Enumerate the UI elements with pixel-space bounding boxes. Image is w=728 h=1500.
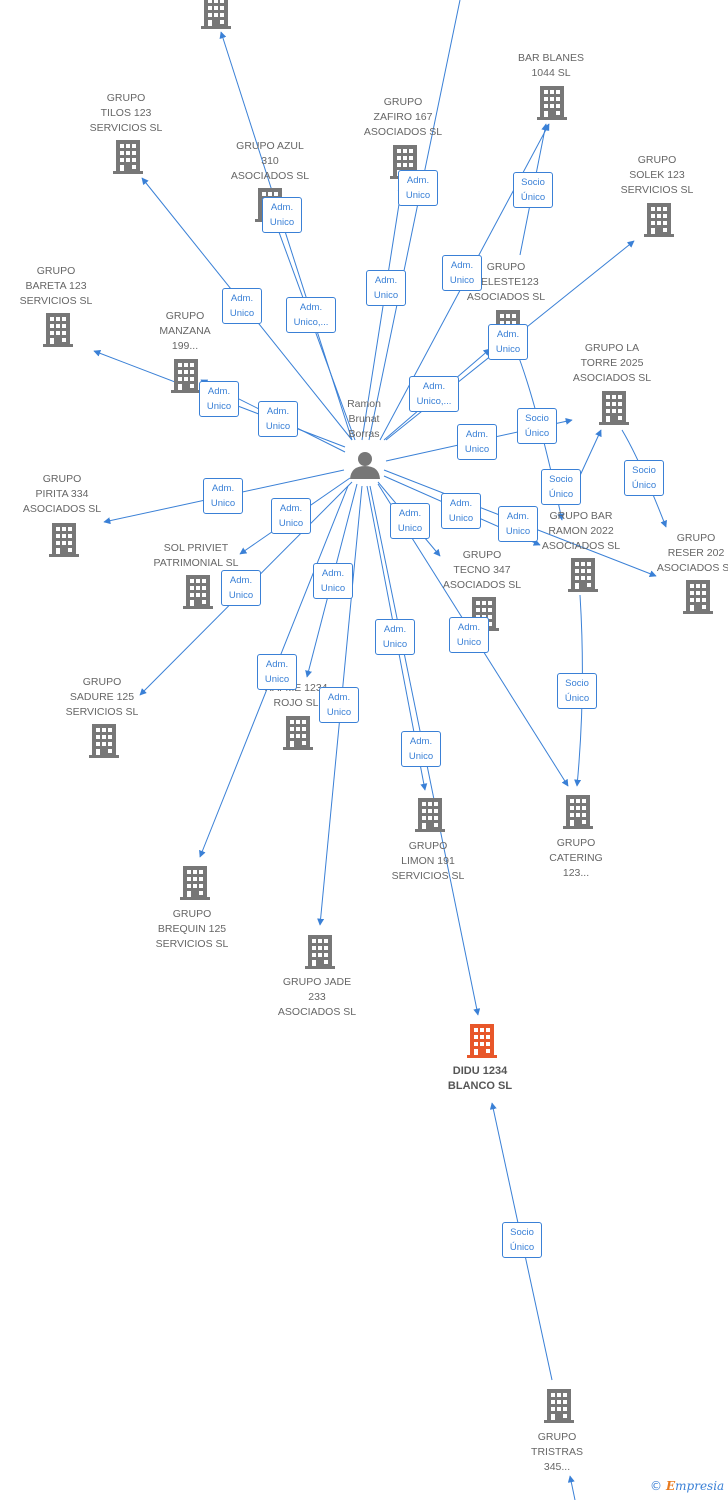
edge-label-ramon-to-tecno[interactable]: Adm. Unico <box>390 503 430 539</box>
brand-name: mpresia <box>675 1479 725 1493</box>
company-brequin-label[interactable]: GRUPO BREQUIN 125 SERVICIOS SL <box>155 908 229 950</box>
edge-label-ramon-to-azul[interactable]: Adm. Unico,... <box>286 297 336 333</box>
edge-label-celeste-to-blanes[interactable]: Socio Único <box>513 172 553 208</box>
company-solek-label[interactable]: GRUPO SOLEK 123 SERVICIOS SL <box>620 154 694 196</box>
edge-label-ramon-to-reser[interactable]: Adm. Unico <box>498 506 538 542</box>
company-sadure-label[interactable]: GRUPO SADURE 125 SERVICIOS SL <box>65 676 139 718</box>
company-bareta-label[interactable]: GRUPO BARETA 123 SERVICIOS SL <box>19 265 93 307</box>
edge-label-ramon-to-zafiro[interactable]: Adm. Unico <box>366 270 406 306</box>
company-sadure-building-icon[interactable] <box>89 724 119 758</box>
edge-label-barramon-to-catering[interactable]: Socio Único <box>557 673 597 709</box>
edge-label-ramon-to-bareta[interactable]: Adm. Unico <box>199 381 239 417</box>
copyright-symbol: © <box>650 1479 662 1493</box>
edge-label-ramon-to-torre[interactable]: Adm. Unico <box>457 424 497 460</box>
company-reser-label[interactable]: GRUPO RESER 202 ASOCIADOS SL <box>656 532 728 574</box>
edge-label-ramon-to-jade[interactable]: Adm. Unico <box>319 687 359 723</box>
company-catering-label[interactable]: GRUPO CATERING 123... <box>549 837 603 879</box>
company-solpriviet-building-icon[interactable] <box>183 575 213 609</box>
edge-label-barramon-to-torre[interactable]: Socio Único <box>541 469 581 505</box>
company-solek-building-icon[interactable] <box>644 203 674 237</box>
edge-label-celeste-to-barramon[interactable]: Socio Único <box>517 408 557 444</box>
company-jade-building-icon[interactable] <box>305 935 335 969</box>
company-limon-building-icon[interactable] <box>415 798 445 832</box>
company-torre-label[interactable]: GRUPO LA TORRE 2025 ASOCIADOS SL <box>572 342 652 384</box>
company-brequin-building-icon[interactable] <box>180 866 210 900</box>
edge-label-ramon-to-manzana[interactable]: Adm. Unico <box>258 401 298 437</box>
company-didu-label[interactable]: DIDU 1234 BLANCO SL <box>447 1065 513 1092</box>
edge-label-tristras-to-didu[interactable]: Socio Único <box>502 1222 542 1258</box>
company-tecno-label[interactable]: GRUPO TECNO 347 ASOCIADOS SL <box>442 549 522 591</box>
company-tilos-label[interactable]: GRUPO TILOS 123 SERVICIOS SL <box>89 92 163 134</box>
company-limon-label[interactable]: GRUPO LIMON 191 SERVICIOS SL <box>391 840 465 882</box>
company-pirita-label[interactable]: GRUPO PIRITA 334 ASOCIADOS SL <box>22 473 102 515</box>
edge-label-ramon-to-solek[interactable]: Adm. Unico <box>488 324 528 360</box>
company-manzana-building-icon[interactable] <box>171 359 201 393</box>
company-barramon-building-icon[interactable] <box>568 558 598 592</box>
company-blanes-label[interactable]: BAR BLANES 1044 SL <box>518 52 584 79</box>
company-catering-building-icon[interactable] <box>563 795 593 829</box>
person-name-label[interactable]: Ramon Brunat Borras <box>347 398 381 440</box>
edge-label-ramon-to-top[interactable]: Adm. Unico <box>262 197 302 233</box>
company-solpriviet-label[interactable]: SOL PRIVIET PATRIMONIAL SL <box>153 542 239 569</box>
edge-label-ramon-to-brequin[interactable]: Adm. Unico <box>257 654 297 690</box>
company-reser-building-icon[interactable] <box>683 580 713 614</box>
company-bareta-building-icon[interactable] <box>43 313 73 347</box>
company-blanes-building-icon[interactable] <box>537 86 567 120</box>
company-azul-label[interactable]: GRUPO AZUL 310 ASOCIADOS SL <box>230 140 310 182</box>
brand-initial: E <box>666 1479 676 1493</box>
company-manzana-label[interactable]: GRUPO MANZANA 199... <box>159 310 211 352</box>
edge-ramon-to-zafiro <box>361 184 405 441</box>
edge-label-ramon-to-barramon[interactable]: Adm. Unico <box>441 493 481 529</box>
edge-label-ramon-to-topright[interactable]: Adm. Unico <box>398 170 438 206</box>
edge-label-ramon-to-limon[interactable]: Adm. Unico <box>375 619 415 655</box>
company-rojo-building-icon[interactable] <box>283 716 313 750</box>
edge-label-ramon-to-didu[interactable]: Adm. Unico <box>401 731 441 767</box>
edge-label-ramon-to-celeste[interactable]: Adm. Unico,... <box>409 376 459 412</box>
company-tristras-label[interactable]: GRUPO TRISTRAS 345... <box>531 1431 583 1473</box>
person-icon[interactable] <box>350 452 380 479</box>
edge-label-ramon-to-tilos[interactable]: Adm. Unico <box>222 288 262 324</box>
edge-label-ramon-to-solpriviet[interactable]: Adm. Unico <box>271 498 311 534</box>
edge-label-ramon-to-sadure[interactable]: Adm. Unico <box>221 570 261 606</box>
empresia-watermark[interactable]: © Empresia <box>650 1479 724 1493</box>
edge-label-ramon-to-pirita[interactable]: Adm. Unico <box>203 478 243 514</box>
company-jade-label[interactable]: GRUPO JADE 233 ASOCIADOS SL <box>277 976 357 1018</box>
edge-label-ramon-to-rojo[interactable]: Adm. Unico <box>313 563 353 599</box>
company-torre-building-icon[interactable] <box>599 391 629 425</box>
company-celeste-label[interactable]: GRUPO CELESTE123 ASOCIADOS SL <box>466 261 546 303</box>
edge-label-ramon-to-catering[interactable]: Adm. Unico <box>449 617 489 653</box>
company-tilos-building-icon[interactable] <box>113 140 143 174</box>
company-pirita-building-icon[interactable] <box>49 523 79 557</box>
edge-offscreen-to-tristras <box>567 1475 576 1500</box>
edge-ramon-to-topright <box>368 0 461 441</box>
company-top-building-icon[interactable] <box>201 0 231 29</box>
company-barramon-label[interactable]: GRUPO BAR RAMON 2022 ASOCIADOS SL <box>541 510 621 552</box>
company-tristras-building-icon[interactable] <box>544 1389 574 1423</box>
edge-label-torre-to-reser[interactable]: Socio Único <box>624 460 664 496</box>
edge-label-ramon-to-blanes[interactable]: Adm. Unico <box>442 255 482 291</box>
company-zafiro-label[interactable]: GRUPO ZAFIRO 167 ASOCIADOS SL <box>363 96 443 138</box>
highlighted-company-building-icon[interactable] <box>467 1024 497 1058</box>
